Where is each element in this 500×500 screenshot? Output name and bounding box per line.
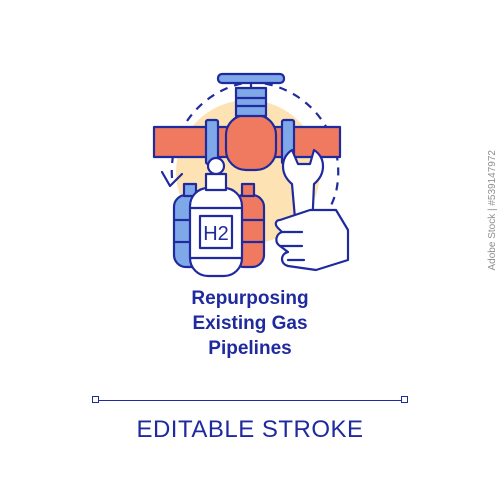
pipeline-valve-icon (152, 72, 342, 172)
stroke-guide-line (96, 400, 404, 401)
editable-stroke-label: EDITABLE STROKE (136, 416, 364, 443)
caption-title: Repurposing Existing Gas Pipelines (0, 286, 500, 361)
caption-line-1: Repurposing (191, 288, 309, 309)
left-anchor-handle (92, 396, 99, 403)
stock-watermark: Adobe Stock | #539147972 (487, 150, 498, 271)
hydrogen-tanks-icon (172, 156, 266, 278)
pipeline-illustration: H2 (152, 72, 350, 278)
wrench-hand-icon (274, 148, 350, 272)
right-anchor-handle (401, 396, 408, 403)
tank-label: H2 (203, 223, 229, 245)
caption-line-3: Pipelines (208, 338, 292, 359)
caption-line-2: Existing Gas (192, 313, 308, 334)
